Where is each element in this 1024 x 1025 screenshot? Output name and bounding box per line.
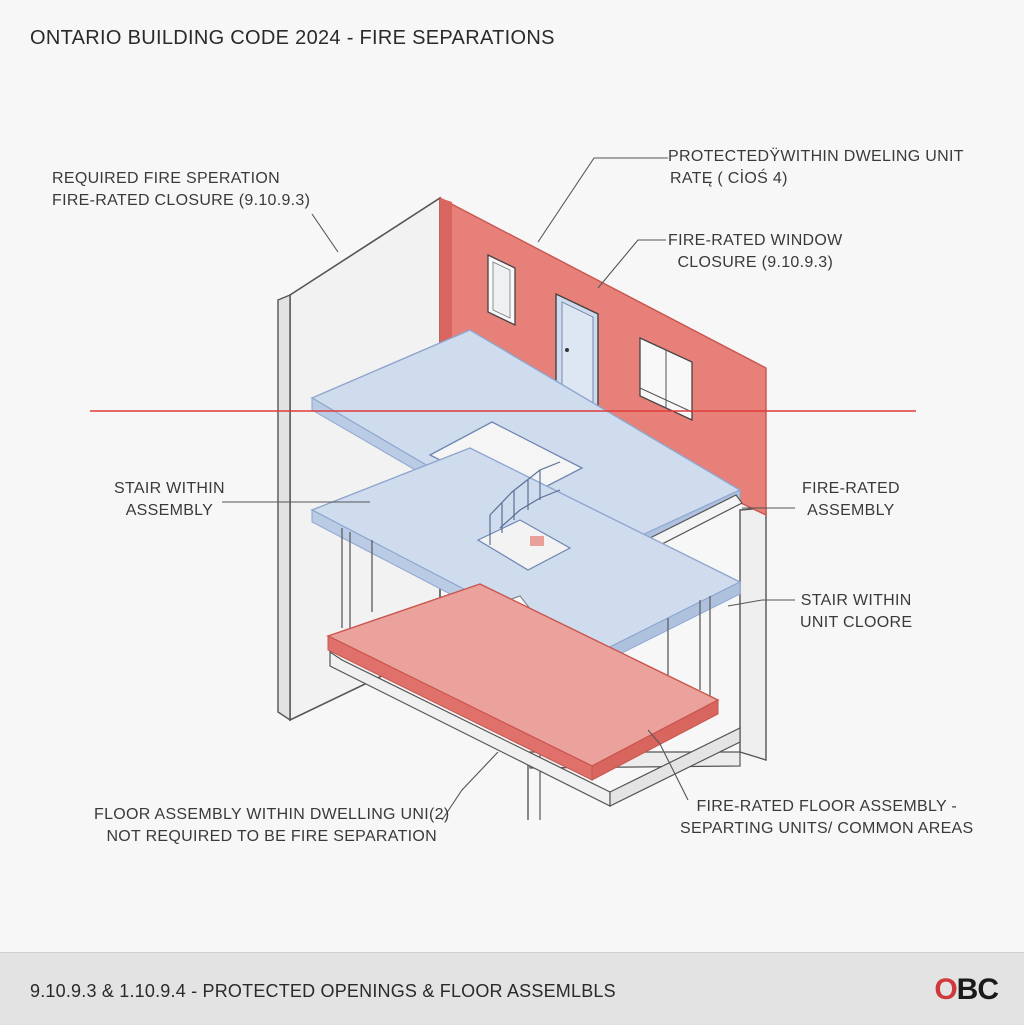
stair-railing	[489, 461, 561, 545]
label-line: CLOSURE (9.10.9.3)	[677, 254, 834, 271]
base-slab	[329, 650, 741, 807]
label-line: RATĘ ( CİOŚ 4)	[670, 170, 788, 187]
label-line: UNIT CLOORE	[800, 614, 913, 631]
logo-text: BC	[956, 973, 999, 1006]
fire-rated-back-wall	[439, 196, 767, 517]
fire-rated-door	[555, 292, 599, 414]
logo-o-mark: O	[934, 973, 957, 1006]
label-required-fire-separation: REQUIRED FIRE SPERATION FIRE-RATED CLOSU…	[52, 168, 310, 212]
label-line: ASSEMBLY	[125, 502, 214, 519]
label-line: REQUIRED FIRE SPERATION	[52, 170, 280, 187]
label-line: FIRE-RATED WINDOW	[668, 232, 843, 249]
window-right	[639, 336, 693, 422]
label-line: FIRE-RATED FLOOR ASSEMBLY -	[696, 798, 958, 815]
window-left	[487, 253, 516, 327]
label-stair-within-assembly: STAIR WITHIN ASSEMBLY	[114, 478, 225, 522]
label-line: PROTECTEDŸWITHIN DWELING UNIT	[668, 148, 964, 165]
left-wall	[277, 196, 441, 722]
label-fire-rated-assembly: FIRE-RATED ASSEMBLY	[802, 478, 900, 522]
label-line: STAIR WITHIN	[800, 592, 912, 609]
leader-lines	[222, 157, 795, 821]
label-line: NOT REQUIRED TO BE FIRE SEPARATION	[106, 828, 437, 845]
label-line: FLOOR ASSEMBLY WITHIN DWELLING UNI(2)	[94, 806, 450, 823]
obc-logo: OBC	[934, 973, 999, 1007]
page-title: ONTARIO BUILDING CODE 2024 - FIRE SEPARA…	[30, 27, 555, 49]
isometric-fire-separation-diagram	[90, 157, 916, 821]
label-protected-within-dwelling: PROTECTEDŸWITHIN DWELING UNIT RATĘ ( Cİ…	[668, 146, 964, 190]
label-floor-within-dwelling: FLOOR ASSEMBLY WITHIN DWELLING UNI(2) NO…	[94, 804, 449, 848]
label-stair-within-unit: STAIR WITHIN UNIT CLOORE	[800, 590, 912, 634]
fire-rated-floor-slab	[326, 583, 720, 781]
label-line: FIRE-RATED CLOSURE (9.10.9.3)	[52, 192, 311, 209]
label-line: FIRE-RATED	[802, 480, 900, 497]
label-line: STAIR WITHIN	[114, 480, 225, 497]
label-fire-rated-floor: FIRE-RATED FLOOR ASSEMBLY - SEPARTING UN…	[680, 796, 973, 840]
label-line: ASSEMBLY	[807, 502, 895, 519]
footer-reference: 9.10.9.3 & 1.10.9.4 - PROTECTED OPENINGS…	[30, 981, 616, 1001]
footer-bar: 9.10.9.3 & 1.10.9.4 - PROTECTED OPENINGS…	[0, 952, 1024, 1025]
label-fire-rated-window: FIRE-RATED WINDOW CLOSURE (9.10.9.3)	[668, 230, 843, 274]
label-line: SEPARTING UNITS/ COMMON AREAS	[680, 820, 974, 837]
